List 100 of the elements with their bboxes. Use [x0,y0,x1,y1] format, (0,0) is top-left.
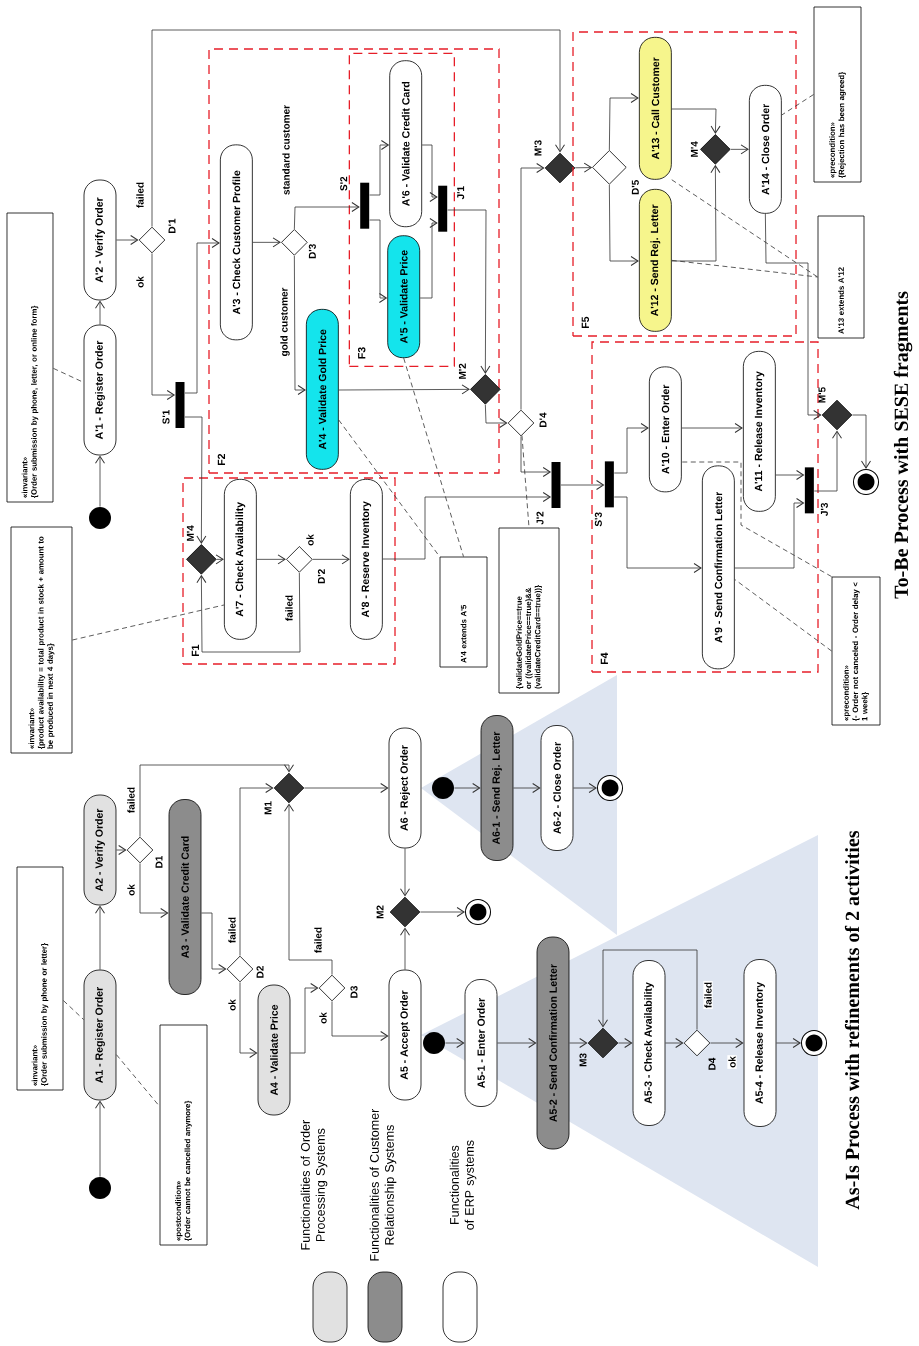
arrow [776,1038,801,1048]
arrow [560,480,605,490]
arrow [139,863,169,918]
legend-text: Functionalities of ERP systems [449,1140,477,1230]
arrow [151,29,565,227]
legend-text: Functionalities of Order Processing Systems [300,1120,328,1250]
activity-box: A'13 - Call Customer [638,36,672,180]
arrow [184,416,207,544]
node-label: D'3 [308,244,316,259]
activity-box: A'3 - Check Customer Profile [219,144,253,341]
node-label: M'5 [818,387,826,403]
arrow [454,783,481,793]
arrow [513,783,541,793]
node-label: M'3 [534,140,542,156]
edge-label: ok [135,275,145,289]
dashed-line [338,419,440,557]
dashed-line [116,1054,160,1107]
dashed-line [521,435,530,528]
arrow [290,983,319,1054]
edge-label: ok [305,533,315,547]
edge-label: failed [126,785,136,815]
arrow [520,163,545,410]
node-label: M2 [376,905,384,919]
arrow [497,1038,537,1048]
dashed-line [671,259,818,278]
dashed-line [72,604,225,641]
edge-label: failed [135,180,145,210]
arrow [852,414,871,469]
arrow [613,496,702,573]
arrow [574,162,592,173]
dashed-line [671,179,818,278]
end-node [465,899,491,925]
activity-box: A5-3 - Check Availability [632,960,666,1126]
arrow [239,982,258,1058]
arrow [184,238,220,394]
arrow [618,1038,633,1048]
arrow [400,848,410,897]
node-label: M3 [579,1053,587,1067]
node-label: M'2 [458,363,466,379]
activity-box: A6 - Reject Order [388,727,422,849]
edge-label: ok [227,998,237,1012]
arrow [598,949,698,1030]
node-label: J'1 [457,186,465,200]
arrow [338,384,470,395]
node-label: S'2 [340,176,348,191]
arrow [116,235,139,245]
end-node [801,1030,827,1056]
arrow [252,237,281,248]
activity-box: A'4 - Validate Gold Price [305,308,339,470]
legend-text: Functionalities of Customer Relationship Systems [369,1108,397,1261]
activity-box: A5-4 - Release Inventory [743,959,777,1127]
edge-label: failed [284,593,294,623]
node-label: D2 [256,966,264,978]
arrow [95,455,105,507]
arrow [419,218,438,299]
arrow [304,783,389,793]
arrow [239,783,274,956]
dashed-line [403,357,464,557]
dashed-line [734,579,832,652]
node-label: J'3 [820,502,828,516]
activity-box: A5-2 - Send Confirmation Letter [536,936,570,1150]
arrow [312,554,350,565]
arrow [484,404,508,428]
dashed-line [53,367,84,383]
edge-label: failed [227,915,237,945]
activity-box: A5-1 - Enter Order [464,979,498,1107]
activity-box: A1 - Register Order [83,969,117,1101]
activity-box: A2 - Verify Order [83,794,117,906]
node-label: D1 [155,855,163,868]
node-label: D4 [708,1057,716,1070]
arrow [284,803,333,975]
arrow [608,184,639,266]
node-label: M'4 [690,141,698,157]
arrow [196,572,301,653]
arrow [293,202,360,230]
activity-box: A'6 - Validate Credit Card [389,60,423,228]
edge-label: gold customer [279,286,291,358]
activity-box: A6-1 - Send Rej. Letter [480,715,514,861]
node-label: S'1 [162,410,170,425]
dashed-line [681,461,832,577]
arrow [293,255,306,395]
dashed-line [63,1000,84,1020]
activity-box: A6-2 - Close Order [540,725,574,851]
start-node [432,777,454,799]
arrow [382,492,551,560]
activity-box: A'2 - Verify Order [83,179,117,301]
activity-box: A'11 - Release Inventory [742,350,776,512]
arrow [520,436,551,477]
activity-box: A'8 - Reserve Inventory [349,478,383,640]
node-label: D'4 [539,412,547,427]
caption: To-Be Process with SESE fragments [893,291,913,599]
arrow [764,213,822,420]
activity-box: A'9 - Send Confirmation Letter [701,465,735,670]
arrow [445,1038,465,1048]
arrow [710,1038,744,1048]
arrow [775,470,805,480]
arrow [369,219,387,303]
arrow [734,498,805,569]
arrow [95,905,105,970]
arrow [421,144,438,202]
